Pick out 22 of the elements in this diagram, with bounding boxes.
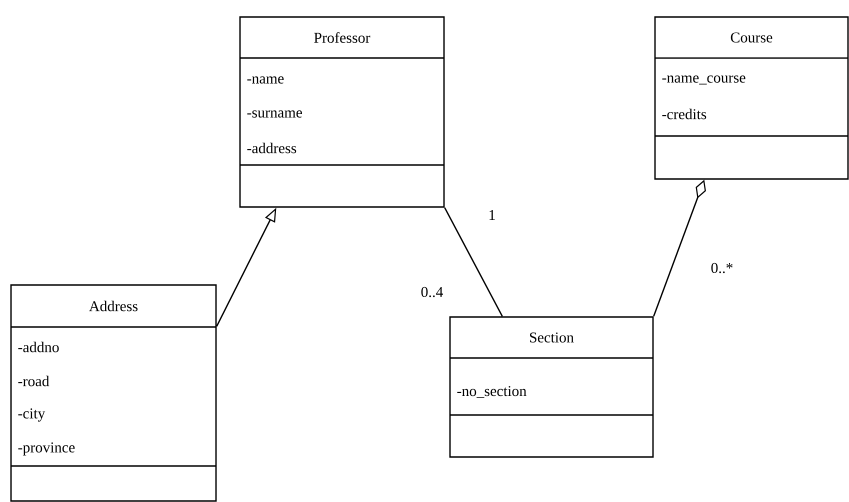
attribute-text: -road — [18, 376, 50, 386]
class-name: Address — [89, 300, 138, 312]
class-box — [449, 316, 654, 458]
class-name: Section — [530, 332, 574, 343]
attribute-text: -name — [247, 76, 284, 84]
attribute-text: -address — [247, 142, 296, 154]
association-line — [444, 207, 503, 317]
multiplicity-label: 0..4 — [421, 286, 444, 298]
multiplicity-label: 0..* — [711, 262, 733, 274]
attribute-text: -name_course — [662, 76, 746, 84]
attribute-text: -credits — [662, 108, 706, 120]
attribute-text: -no_section — [457, 386, 526, 398]
class-box — [10, 284, 217, 502]
attribute-text: -surname — [247, 110, 302, 118]
attribute-text: -city — [18, 408, 46, 422]
attribute-text: -addno — [18, 342, 59, 352]
multiplicity-label: 1 — [490, 210, 495, 220]
class-box — [239, 16, 445, 208]
class-box — [654, 16, 849, 180]
attribute-text: -province — [18, 442, 75, 456]
class-name: Course — [730, 32, 772, 43]
class-name: Professor — [314, 32, 370, 43]
